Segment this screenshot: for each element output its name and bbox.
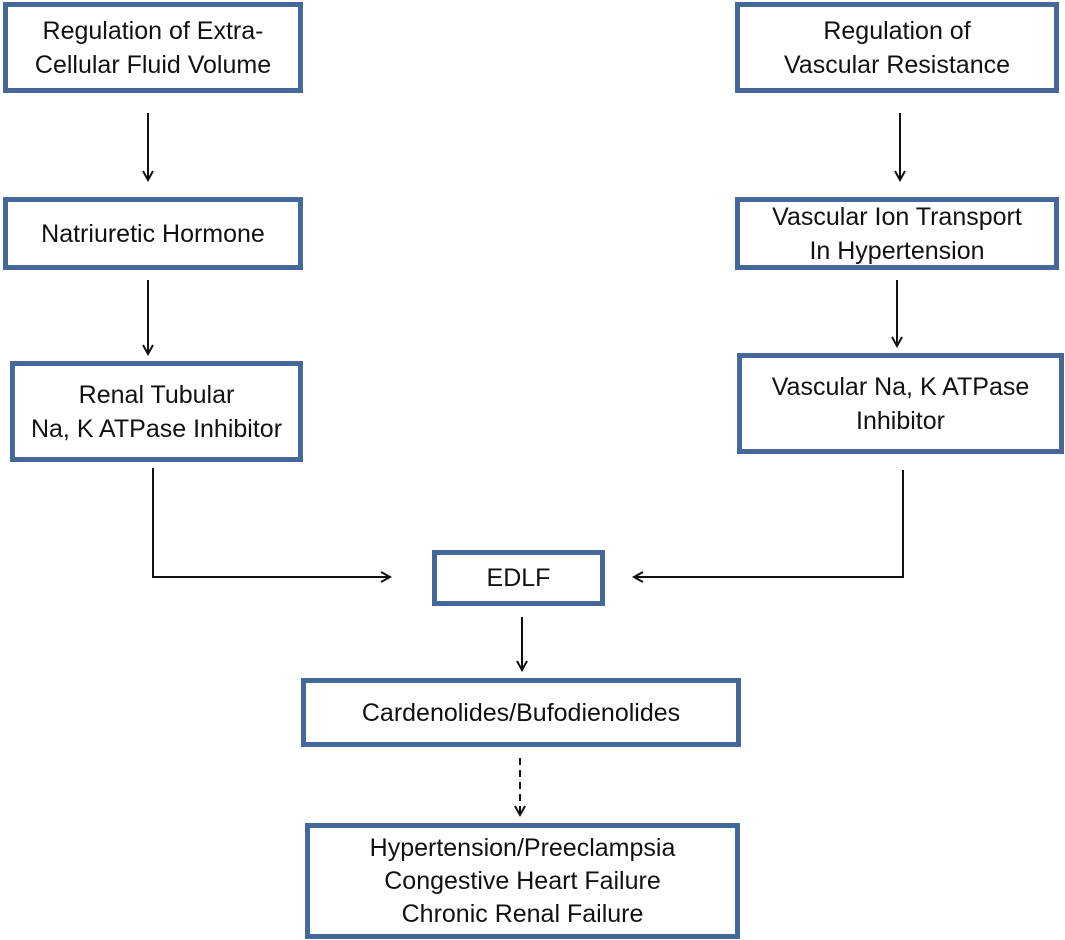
arrow-renal-inhibitor-to-edlf [152,468,390,577]
box-renal-tubular-inhibitor: Renal Tubular Na, K ATPase Inhibitor [10,361,303,462]
box-text-line: Natriuretic Hormone [41,219,265,248]
box-disease-outcomes: Hypertension/Preeclampsia Congestive Hea… [305,823,740,939]
box-vascular-resistance: Regulation of Vascular Resistance [735,2,1059,93]
box-text-line: EDLF [486,564,551,592]
box-text-line: Vascular Ion Transport [772,202,1022,231]
box-vascular-inhibitor: Vascular Na, K ATPase Inhibitor [737,353,1064,454]
box-text-line: Hypertension/Preeclampsia [369,833,676,862]
box-text-line: In Hypertension [809,236,985,265]
box-cardenolides-bufodienolides: Cardenolides/Bufodienolides [301,678,741,747]
box-text-line: Congestive Heart Failure [384,866,661,895]
box-text-line: Cardenolides/Bufodienolides [361,698,681,727]
box-text-line: Renal Tubular [78,380,235,409]
box-natriuretic-hormone: Natriuretic Hormone [3,197,303,270]
box-text-line: Na, K ATPase Inhibitor [30,414,283,443]
box-text-line: Vascular Resistance [783,50,1011,79]
box-text-line: Chronic Renal Failure [401,899,644,928]
box-text-line: Inhibitor [856,406,945,435]
arrow-vascular-inhibitor-to-edlf [634,470,904,577]
box-text-line: Cellular Fluid Volume [34,50,272,79]
box-vascular-ion-transport: Vascular Ion Transport In Hypertension [735,197,1059,270]
box-edlf: EDLF [432,550,605,606]
box-text-line: Regulation of [823,16,971,45]
box-text-line: Regulation of Extra- [42,16,264,45]
box-text-line: Vascular Na, K ATPase [771,372,1030,401]
box-extracellular-fluid-volume: Regulation of Extra- Cellular Fluid Volu… [3,2,303,93]
